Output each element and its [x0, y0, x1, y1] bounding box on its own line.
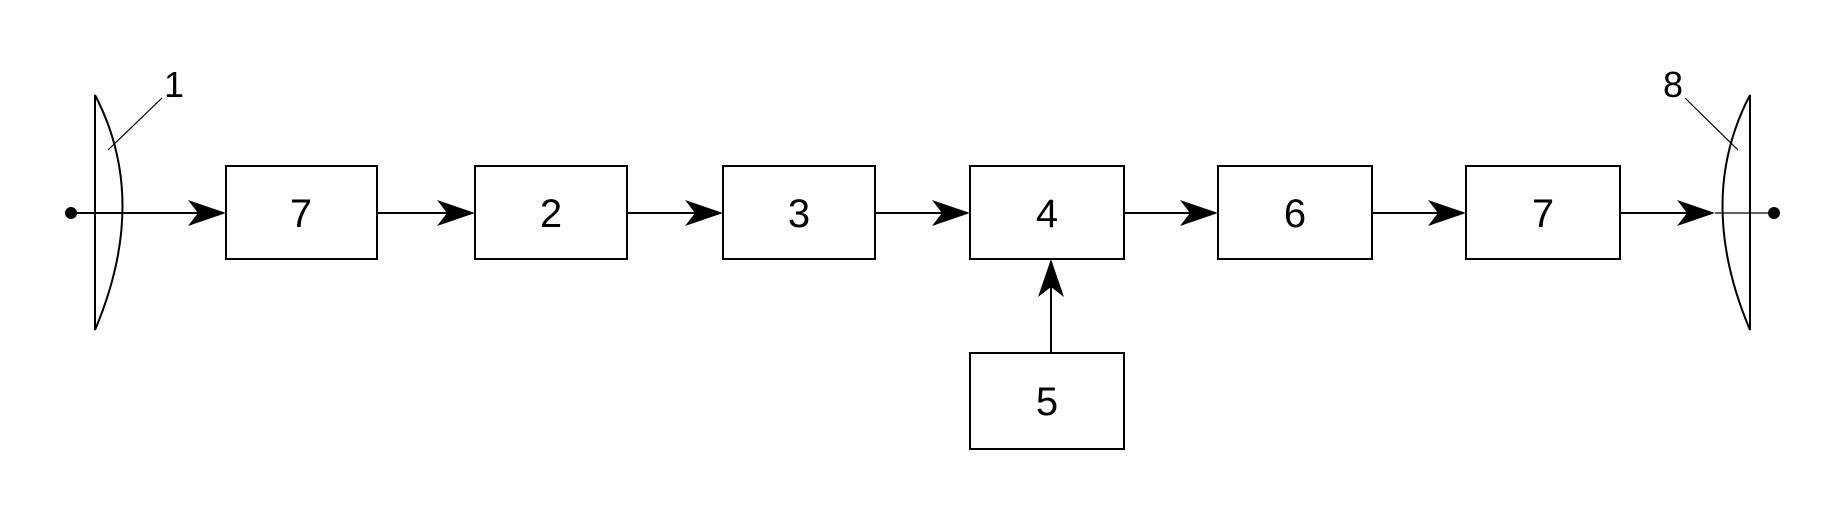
- block-4: 4: [969, 165, 1125, 260]
- antenna-right: 8: [1663, 64, 1780, 331]
- block-2-label: 2: [540, 192, 562, 236]
- block-7a: 7: [225, 165, 378, 260]
- arrowhead-into-block-7a: [188, 200, 226, 226]
- arrowhead-into-block-7b: [1428, 200, 1466, 226]
- block-7a-box: [225, 165, 378, 260]
- block-6-box: [1217, 165, 1373, 260]
- block-3-label: 3: [788, 192, 810, 236]
- arrowhead-into-antenna-right: [1677, 200, 1715, 226]
- antenna-left: 1: [65, 64, 184, 331]
- arrowhead-into-block-6: [1180, 200, 1218, 226]
- block-7a-label: 7: [290, 192, 312, 236]
- antenna-right-label: 8: [1663, 64, 1683, 105]
- block-3-box: [722, 165, 876, 260]
- signal-connections: [71, 200, 1774, 353]
- antenna-right-leader-line: [1684, 97, 1739, 151]
- antenna-left-leader-line: [107, 97, 163, 151]
- block-5-box: [969, 352, 1125, 450]
- block-4-box: [969, 165, 1125, 260]
- block-7b: 7: [1465, 165, 1621, 260]
- block-2-box: [474, 165, 628, 260]
- antenna-left-label: 1: [164, 64, 184, 105]
- block-4-label: 4: [1036, 192, 1058, 236]
- arrowhead-into-block-2: [437, 200, 475, 226]
- block-6: 6: [1217, 165, 1373, 260]
- block-2: 2: [474, 165, 628, 260]
- block-5-label: 5: [1036, 380, 1058, 424]
- arrowhead-into-block-4: [932, 200, 970, 226]
- arrowhead-into-block-4-from-5: [1038, 259, 1064, 297]
- arrowhead-into-block-3: [685, 200, 723, 226]
- block-7b-label: 7: [1532, 192, 1554, 236]
- block-5: 5: [969, 352, 1125, 450]
- block-6-label: 6: [1284, 192, 1306, 236]
- block-7b-box: [1465, 165, 1621, 260]
- block-3: 3: [722, 165, 876, 260]
